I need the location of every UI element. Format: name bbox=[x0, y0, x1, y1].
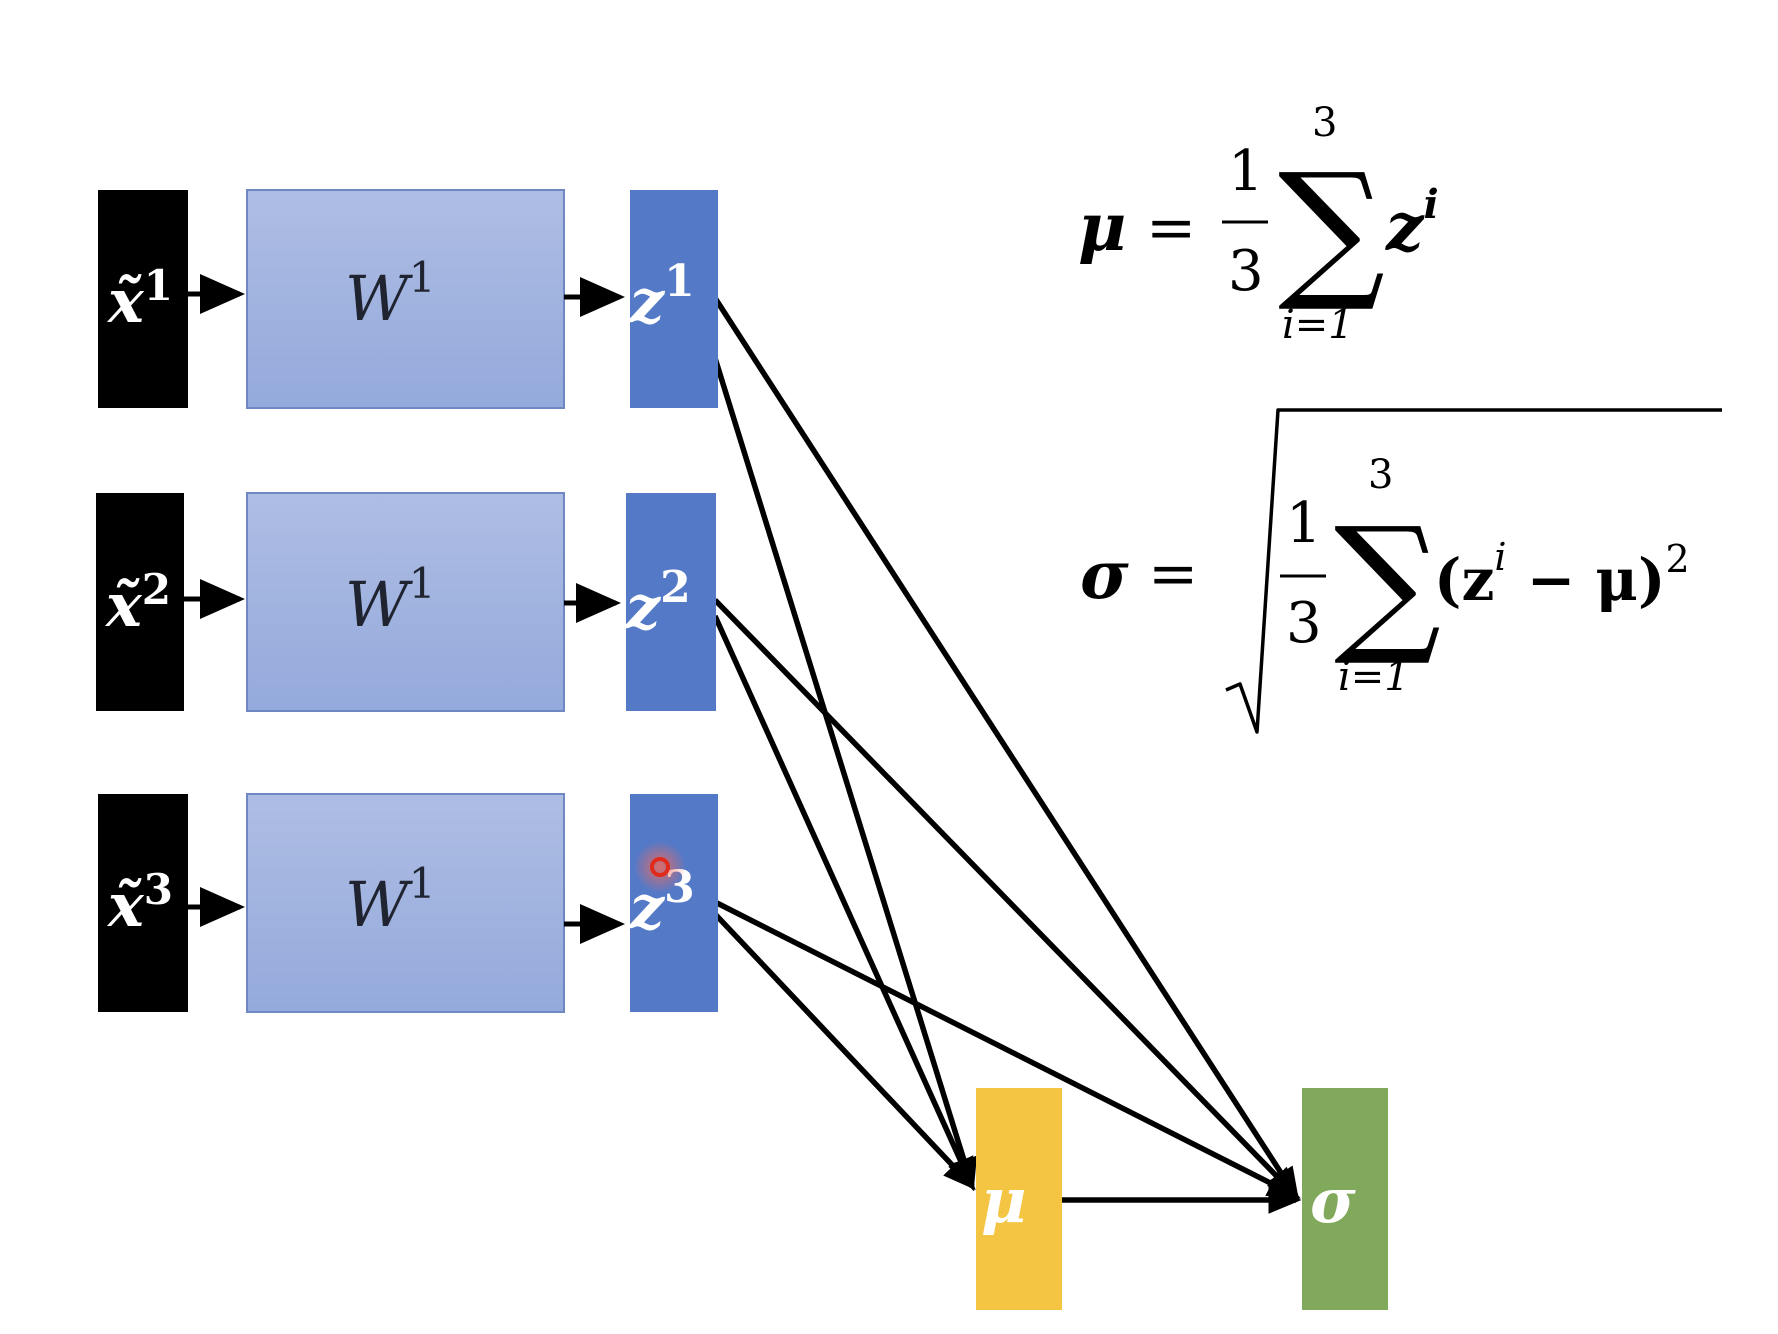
sigma-box bbox=[1302, 1088, 1388, 1310]
weight-label-1: W1 bbox=[345, 253, 435, 335]
sigma-label: σ bbox=[1310, 1164, 1356, 1237]
sigma-node: σ bbox=[1302, 1088, 1388, 1310]
mu-formula-sum-symbol: ∑ bbox=[1278, 142, 1385, 316]
z-box-3 bbox=[630, 794, 718, 1012]
cursor-ring-icon bbox=[650, 857, 670, 877]
row-3: x̃3 W1 z3 bbox=[98, 793, 718, 1013]
mu-formula-lhs: μ bbox=[1078, 188, 1126, 266]
mu-formula-sum-upper: 3 bbox=[1312, 100, 1337, 146]
sigma-formula-eq: = bbox=[1148, 539, 1198, 609]
mu-formula-frac-den: 3 bbox=[1228, 239, 1264, 304]
weight-box-1 bbox=[246, 189, 565, 409]
z-label-2: z2 bbox=[625, 562, 691, 643]
weight-label-2: W1 bbox=[345, 559, 435, 641]
z-label-1: z1 bbox=[629, 256, 695, 337]
row-1: x̃1 W1 z1 bbox=[98, 189, 718, 409]
sigma-formula-sum-symbol: ∑ bbox=[1334, 496, 1441, 670]
mu-formula-frac-num: 1 bbox=[1228, 139, 1264, 204]
mu-formula: μ = 1 3 3 ∑ i=1 zi bbox=[1078, 100, 1439, 348]
mu-box bbox=[976, 1088, 1062, 1310]
edge-z2-mu bbox=[712, 614, 975, 1192]
edge-z1-mu bbox=[712, 357, 977, 1192]
input-label-2: x̃2 bbox=[104, 565, 171, 641]
z-box-2 bbox=[626, 493, 716, 711]
edge-z3-mu bbox=[713, 912, 976, 1190]
cursor-highlight-icon bbox=[634, 841, 686, 893]
sigma-formula-frac-den: 3 bbox=[1286, 591, 1322, 656]
mu-formula-sum-lower: i=1 bbox=[1282, 302, 1354, 348]
input-box-1 bbox=[98, 190, 188, 408]
sigma-formula-term: (zi − μ)2 bbox=[1434, 535, 1690, 614]
edge-z3-sigma bbox=[713, 899, 1301, 1199]
sigma-formula-sum-upper: 3 bbox=[1368, 452, 1393, 498]
input-box-3 bbox=[98, 794, 188, 1012]
mu-formula-term: zi bbox=[1385, 181, 1439, 266]
weight-box-3 bbox=[246, 793, 565, 1013]
mu-label: μ bbox=[981, 1164, 1026, 1237]
input-label-3: x̃3 bbox=[106, 865, 173, 941]
row-2: x̃2 W1 z2 bbox=[96, 492, 716, 712]
sigma-formula-sum-lower: i=1 bbox=[1338, 654, 1410, 700]
edge-z1-sigma bbox=[712, 296, 1299, 1201]
input-box-2 bbox=[96, 493, 184, 711]
mu-formula-eq: = bbox=[1146, 193, 1196, 263]
weight-label-3: W1 bbox=[345, 859, 435, 941]
sigma-formula: σ = 1 3 3 ∑ i=1 (zi − μ)2 bbox=[1080, 408, 1722, 734]
sqrt-radical bbox=[1225, 408, 1722, 734]
sigma-formula-frac-num: 1 bbox=[1286, 491, 1322, 556]
connection-lines bbox=[712, 296, 1302, 1214]
sigma-formula-lhs: σ bbox=[1080, 536, 1129, 614]
z-box-1 bbox=[630, 190, 718, 408]
mu-node: μ bbox=[976, 1088, 1062, 1310]
edge-z2-sigma bbox=[713, 598, 1300, 1200]
input-label-1: x̃1 bbox=[106, 261, 173, 337]
